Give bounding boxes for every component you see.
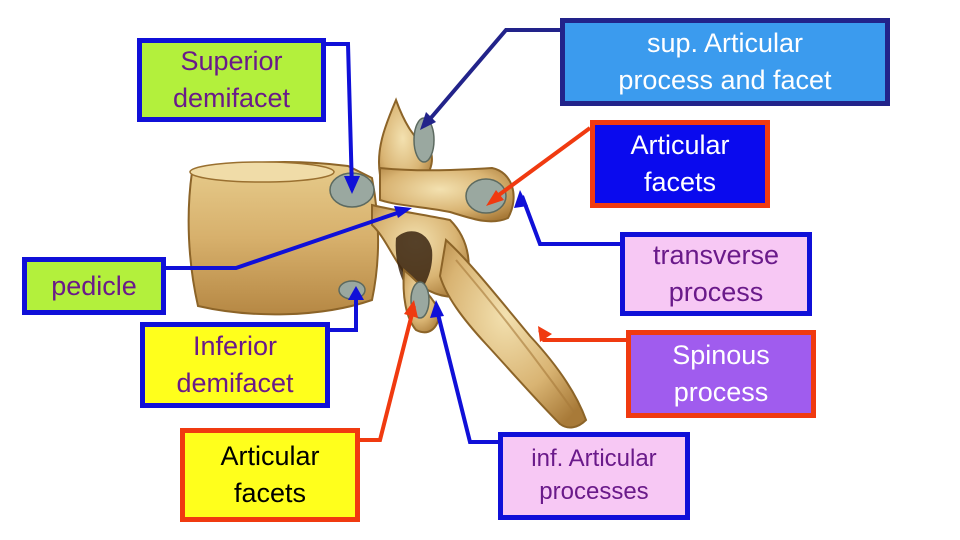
leader-superior-demifacet: [326, 42, 354, 191]
body-top-edge: [189, 161, 335, 183]
label-transverse-process-text: transverse process: [652, 240, 780, 307]
label-articular-facets-top: Articular facets: [590, 120, 770, 208]
arrowhead-inf-articular: [430, 300, 444, 318]
arrowhead-articular-facets-bottom: [404, 300, 418, 318]
label-sup-articular-process-text: sup. Articular process and facet: [618, 28, 832, 95]
label-articular-facets-top-text: Articular facets: [630, 130, 730, 197]
arrowheads: [344, 112, 552, 342]
leader-lines: [166, 28, 626, 444]
label-superior-demifacet-text: Superior demifacet: [172, 46, 291, 113]
label-pedicle: pedicle: [22, 257, 166, 315]
arrowhead-inferior-demifacet: [348, 286, 364, 300]
label-transverse-process: transverse process: [620, 232, 812, 316]
leader-articular-facets-bottom: [360, 305, 416, 442]
label-inf-articular-processes-text: inf. Articular processes: [531, 445, 657, 505]
vertebra-illustration: [187, 97, 588, 429]
arrowhead-transverse-process: [514, 190, 528, 208]
label-sup-articular-process: sup. Articular process and facet: [560, 18, 890, 106]
transverse-costal-facet: [465, 178, 507, 214]
label-pedicle-text: pedicle: [51, 270, 137, 301]
arrowhead-spinous-process: [538, 326, 552, 342]
arrowhead-articular-facets-top: [486, 190, 504, 206]
vertebral-body: [187, 161, 379, 316]
label-articular-facets-bottom: Articular facets: [180, 428, 360, 522]
arrowhead-superior-demifacet: [344, 176, 360, 194]
arrowhead-pedicle: [394, 206, 412, 218]
label-articular-facets-bottom-text: Articular facets: [220, 441, 320, 508]
leader-transverse-process: [520, 195, 620, 246]
label-superior-demifacet: Superior demifacet: [137, 38, 326, 122]
leader-inf-articular: [434, 305, 498, 444]
leader-articular-facets-top: [490, 126, 592, 202]
arrowhead-sup-articular: [420, 112, 436, 130]
spinous-process-bone: [438, 238, 588, 429]
label-spinous-process-text: Spinous process: [672, 340, 770, 407]
leader-spinous-process: [538, 329, 626, 342]
label-inferior-demifacet-text: Inferior demifacet: [176, 331, 294, 398]
label-inferior-demifacet: Inferior demifacet: [140, 322, 330, 408]
leader-pedicle: [166, 208, 407, 270]
leader-sup-articular: [422, 28, 560, 128]
label-spinous-process: Spinous process: [626, 330, 816, 418]
label-inf-articular-processes: inf. Articular processes: [498, 432, 690, 520]
spinous-ridge: [455, 259, 575, 413]
leader-inferior-demifacet: [330, 290, 358, 332]
